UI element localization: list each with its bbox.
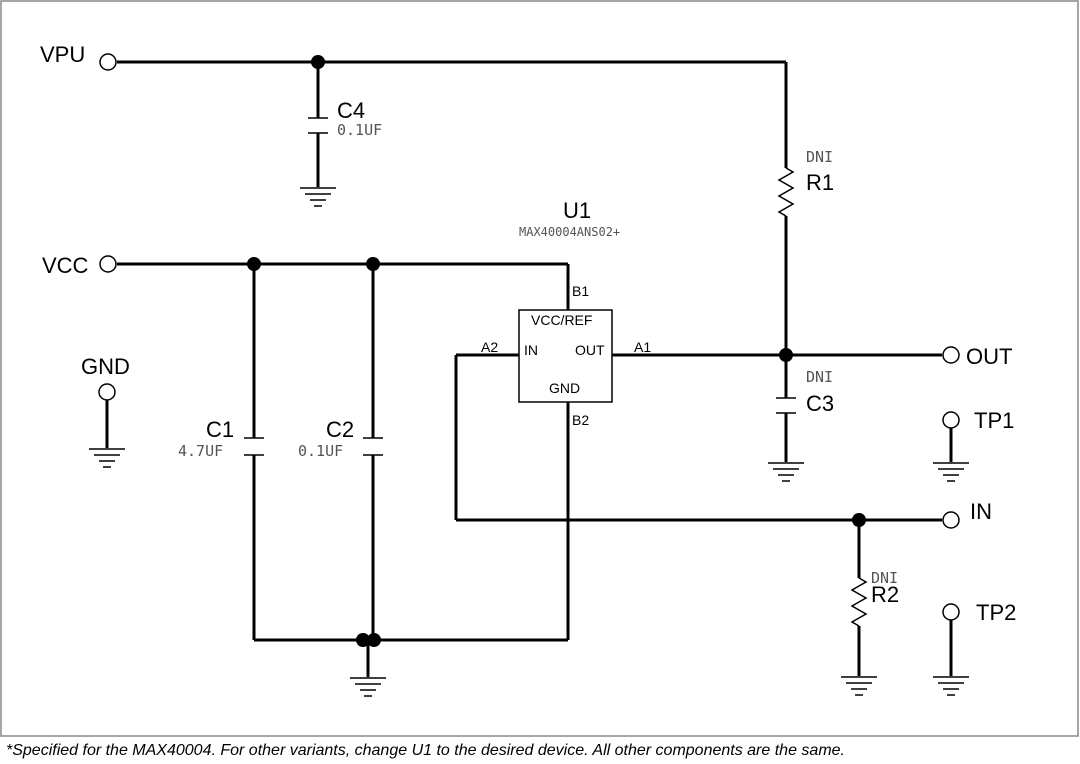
in-label: IN <box>970 499 992 524</box>
u1-pin-vccref: VCC/REF <box>531 312 592 328</box>
gnd-terminal[interactable] <box>98 383 116 401</box>
vpu-net: VPU <box>40 42 788 168</box>
junction-dot <box>367 633 381 647</box>
c3-value: DNI <box>806 368 833 386</box>
vcc-net: VCC <box>42 253 570 310</box>
capacitor-c2: C2 0.1UF <box>298 264 383 640</box>
tp2-terminal[interactable] <box>942 603 960 621</box>
out-net: OUT <box>612 344 1012 369</box>
u1-body <box>518 309 613 403</box>
in-terminal[interactable] <box>942 511 960 529</box>
resistor-r1: DNI R1 <box>777 148 834 355</box>
vcc-terminal[interactable] <box>99 255 117 273</box>
u1-pin-in: IN <box>524 342 538 358</box>
capacitor-c1: C1 4.7UF <box>178 264 264 640</box>
resistor-r2: DNI R2 <box>850 520 899 676</box>
capacitor-c4: C4 0.1UF <box>308 62 382 187</box>
r2-label: R2 <box>871 582 899 607</box>
tp1-net: TP1 <box>933 408 1014 482</box>
u1-pin-out: OUT <box>575 342 605 358</box>
r2-value: DNI <box>871 569 898 587</box>
u1-part-number: MAX40004ANS02+ <box>519 225 620 239</box>
c4-label: C4 <box>337 98 365 123</box>
gnd-label: GND <box>81 354 130 379</box>
tp1-label: TP1 <box>974 408 1014 433</box>
c4-value: 0.1UF <box>337 121 382 139</box>
c2-label: C2 <box>326 417 354 442</box>
r1-label: R1 <box>806 170 834 195</box>
u1-label: U1 <box>563 198 591 223</box>
tp2-net: TP2 <box>933 600 1016 696</box>
out-label: OUT <box>966 344 1012 369</box>
tp2-label: TP2 <box>976 600 1016 625</box>
footnote: *Specified for the MAX40004. For other v… <box>6 742 845 759</box>
in-net: IN <box>454 353 992 529</box>
u1-pin-a1: A1 <box>634 339 651 355</box>
c1-value: 4.7UF <box>178 442 223 460</box>
c2-value: 0.1UF <box>298 442 343 460</box>
r1-value: DNI <box>806 148 833 166</box>
u1-pin-b1: B1 <box>572 283 589 299</box>
vpu-terminal[interactable] <box>99 53 117 71</box>
ground-symbol <box>768 462 804 482</box>
u1-pin-a2: A2 <box>481 339 498 355</box>
vpu-label: VPU <box>40 42 85 67</box>
u1-pin-b2: B2 <box>572 412 589 428</box>
ground-symbol <box>300 187 336 207</box>
schematic-frame <box>0 0 1079 737</box>
gnd-net: GND <box>81 354 130 468</box>
u1-pin-gnd: GND <box>549 380 580 396</box>
ic-u1: U1 MAX40004ANS02+ VCC/REF IN OUT GND B1 … <box>481 198 651 428</box>
ground-symbol <box>350 677 386 697</box>
vcc-label: VCC <box>42 253 89 278</box>
c1-label: C1 <box>206 417 234 442</box>
capacitor-c3: DNI C3 <box>776 355 834 462</box>
c3-label: C3 <box>806 391 834 416</box>
tp1-terminal[interactable] <box>942 411 960 429</box>
out-terminal[interactable] <box>942 346 960 364</box>
ground-symbol <box>841 676 877 696</box>
